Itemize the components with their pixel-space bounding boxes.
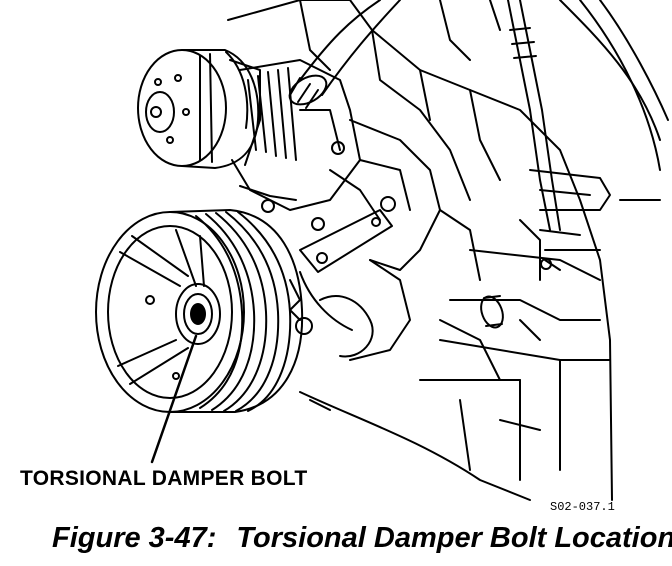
figure-code: S02-037.1 [550, 500, 615, 514]
fuel-lines [507, 0, 611, 251]
callout-label: TORSIONAL DAMPER BOLT [20, 467, 308, 490]
bracket [289, 209, 411, 361]
callout-leader [150, 334, 198, 464]
figure-title: Torsional Damper Bolt Location [236, 522, 672, 554]
torsional-damper [95, 209, 304, 413]
figure-caption: Figure 3-47: Torsional Damper Bolt Locati… [52, 522, 672, 555]
engine-block [227, 0, 669, 501]
figure-number: Figure 3-47: [52, 522, 217, 554]
oil-pan [299, 391, 531, 501]
oil-sensor [439, 295, 541, 381]
water-pump-pulley [137, 49, 261, 169]
upper-hose [288, 0, 401, 109]
timing-cover [311, 119, 552, 281]
